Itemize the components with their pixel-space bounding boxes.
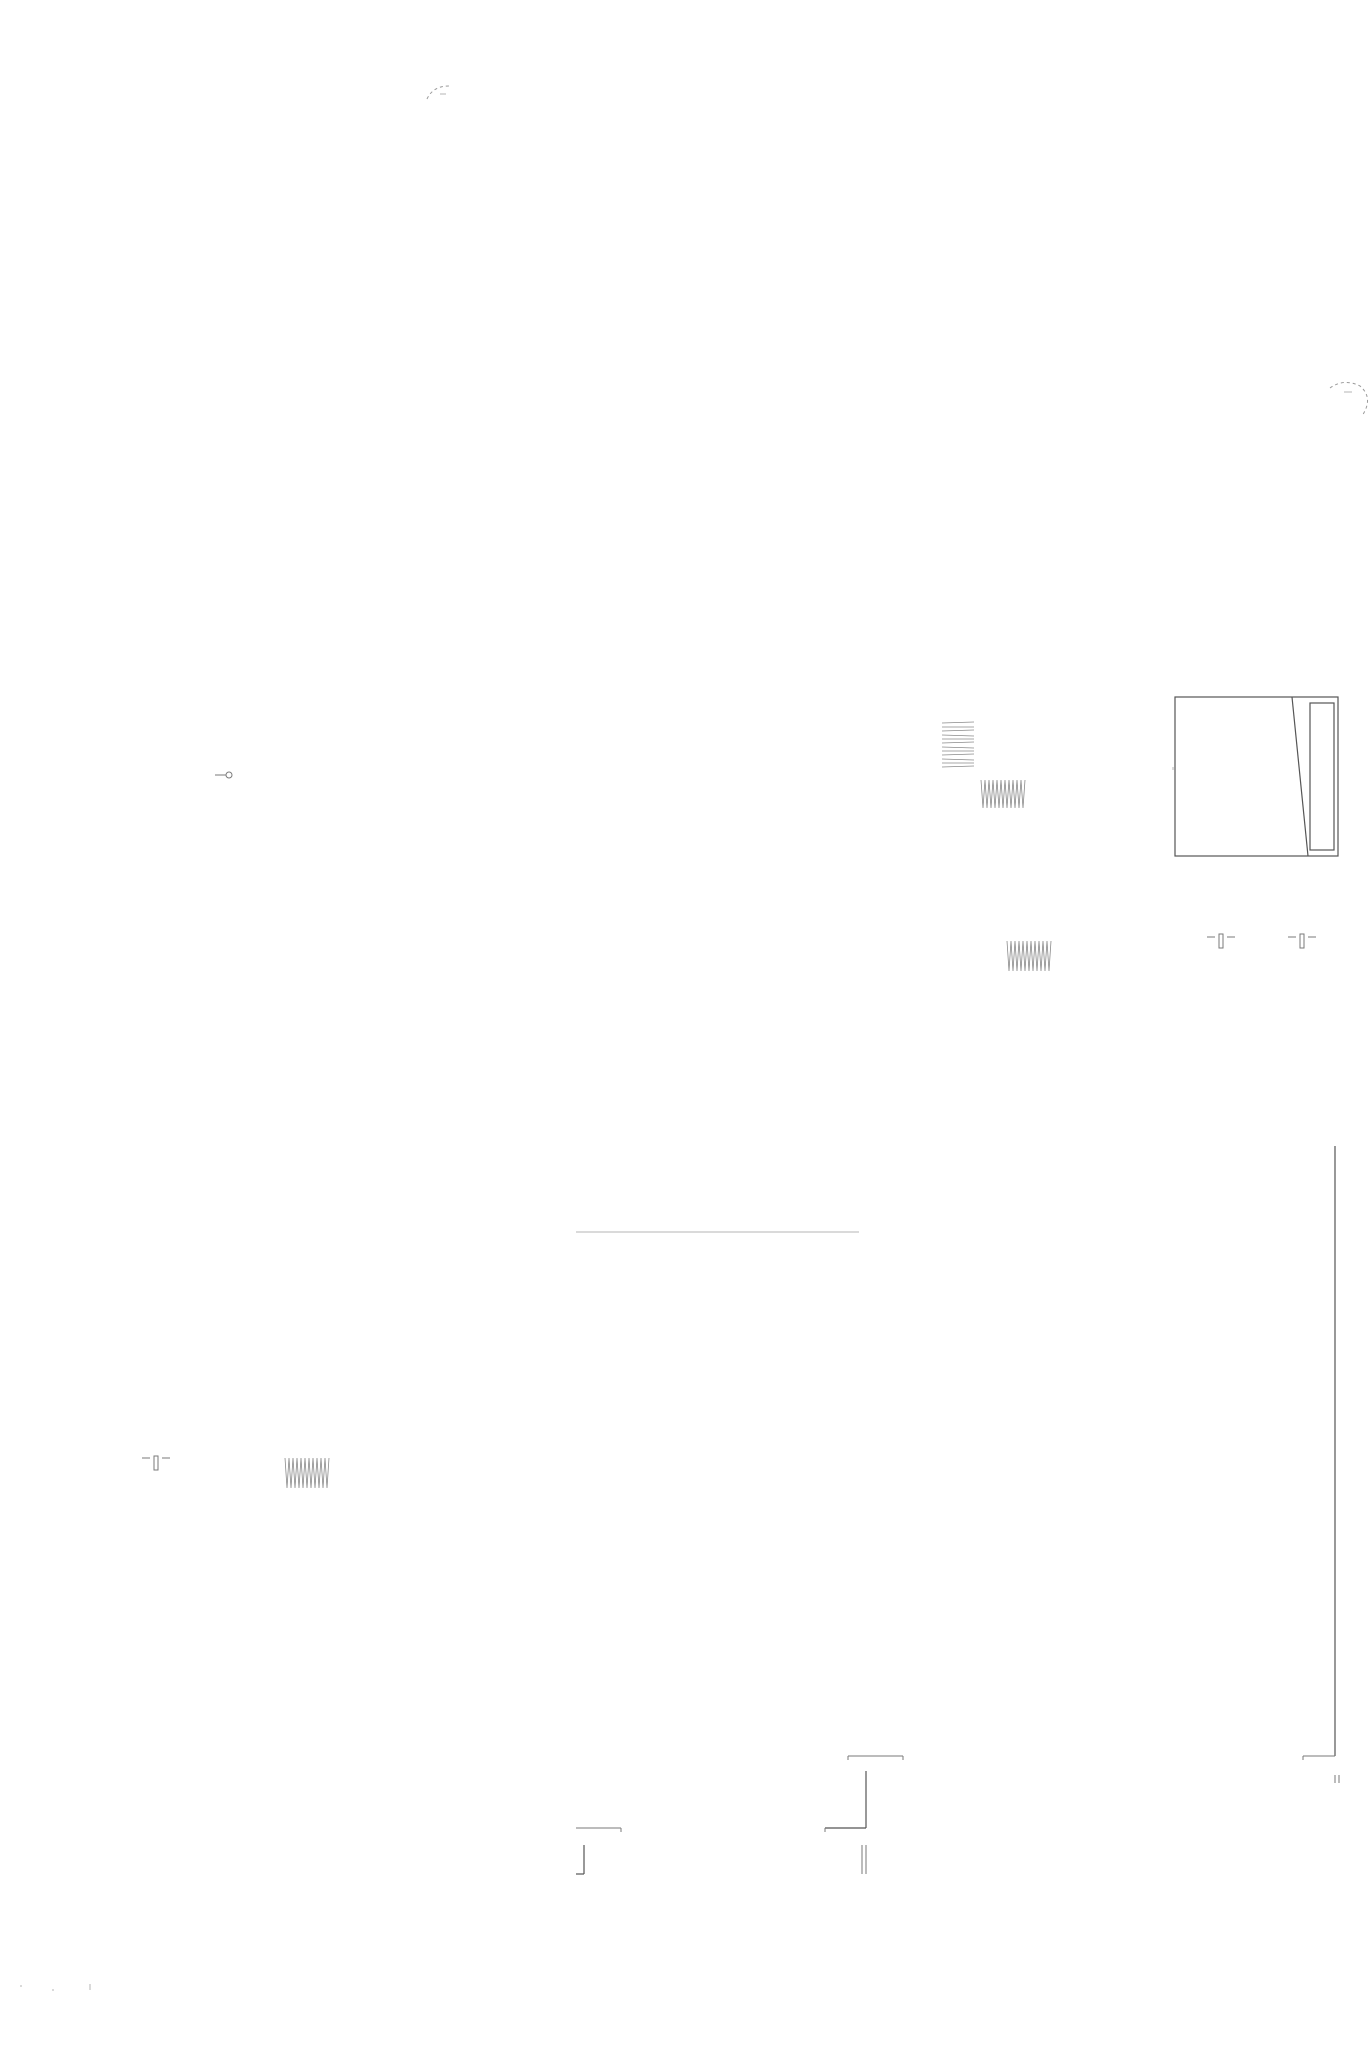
step-corner-lines xyxy=(824,1755,904,1874)
vertical-hatch-patch-lower xyxy=(284,1457,330,1489)
arc-mark-right xyxy=(1329,382,1368,417)
window-opening-detail xyxy=(1172,696,1339,857)
right-wall-vertical-line xyxy=(1302,1146,1340,1783)
arc-mark-top xyxy=(426,85,450,100)
faint-specks xyxy=(20,1984,91,1991)
bottom-left-corner-marks xyxy=(576,1827,622,1875)
vertical-hatch-patch-middle xyxy=(1006,940,1052,972)
wall-anchor-symbol-right-a xyxy=(1207,933,1235,949)
electrical-outlet-symbol xyxy=(215,771,233,779)
wall-anchor-symbol-left xyxy=(142,1455,170,1471)
wall-anchor-symbol-right-b xyxy=(1288,933,1316,949)
hatched-patch xyxy=(941,721,975,768)
vertical-hatch-patch-upper xyxy=(980,779,1026,809)
